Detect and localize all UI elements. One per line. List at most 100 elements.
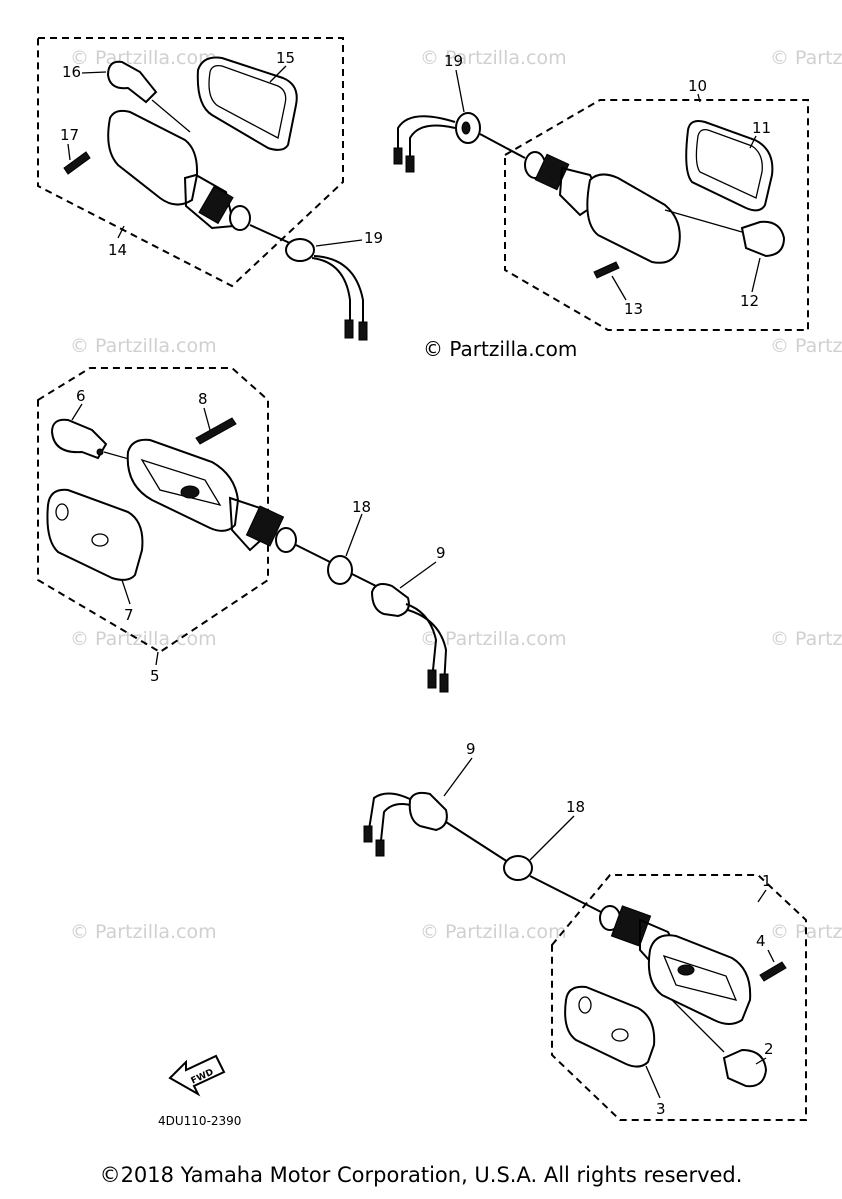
socket [180,485,200,499]
assembly-outline-10 [504,99,809,331]
lens-mark [578,996,592,1014]
boot-9 [370,583,410,618]
grommet-19 [285,238,315,262]
callout-15: 15 [276,49,295,67]
callout-12: 12 [740,292,759,310]
bulb-pin [96,448,104,456]
callout-10: 10 [688,77,707,95]
callout-18: 18 [352,498,371,516]
leader-line [315,239,363,247]
callout-8: 8 [198,390,208,408]
lens-mark [611,1028,629,1042]
callout-18: 18 [566,798,585,816]
callout-9: 9 [466,740,476,758]
leader-line [71,403,83,421]
leader-line [117,225,125,239]
callout-17: 17 [60,126,79,144]
bulb-2 [722,1048,768,1088]
leader-line [121,579,131,605]
assembly-outline-5 [37,367,269,654]
lens-15 [196,56,298,151]
callout-19: 19 [364,229,383,247]
screw-13 [593,261,620,279]
lens-3 [564,985,656,1068]
connector [344,319,354,339]
wire [311,257,351,332]
flasher-assembly-14 [37,37,368,341]
callout-7: 7 [124,606,134,624]
leader-line [269,65,287,83]
callout-14: 14 [108,241,127,259]
nut [229,205,251,231]
leader-line [529,815,575,861]
wire [367,792,413,837]
watermark-main: © Partzilla.com [423,337,577,361]
grommet-hole [461,121,471,135]
connector [375,839,385,857]
leader-line [645,1065,661,1099]
callout-5: 5 [150,667,160,685]
callout-3: 3 [656,1100,666,1118]
boot-9 [408,791,448,832]
connector [439,673,449,693]
thread-boss [245,505,285,547]
screw-4 [759,961,787,982]
stem [529,875,606,915]
housing-14 [107,109,199,206]
leader-line [399,561,437,589]
callout-1: 1 [762,872,772,890]
lens-mark [91,533,109,547]
bulb-6 [50,418,108,460]
leader-line [749,135,757,149]
callout-4: 4 [756,932,766,950]
leader-line [671,999,725,1053]
leader-line [751,257,761,293]
flasher-assembly-1 [363,791,807,1121]
connector [427,669,437,689]
lens-mark [55,503,69,521]
watermark: © Partzilla.com [770,628,842,650]
leader-line [155,651,159,666]
lens-inner [695,128,763,199]
watermark: © Partzilla.com [70,335,217,357]
assembly-outline-14 [37,37,344,288]
wire [379,803,415,851]
thread-boss [198,185,234,225]
screw-17 [63,151,91,175]
bulb-16 [106,60,158,104]
leader-line [345,513,363,557]
watermark: © Partzilla.com [770,335,842,357]
watermark: © Partzilla.com [420,47,567,69]
wire [397,115,456,160]
housing-10 [586,173,681,264]
wire [407,609,448,687]
watermark: © Partzilla.com [420,628,567,650]
stem [479,133,526,159]
connector [358,321,368,341]
housing-1 [647,934,752,1025]
callout-9: 9 [436,544,446,562]
callout-16: 16 [62,63,81,81]
leader-line [664,209,743,233]
stem [295,544,331,563]
leader-line [67,143,71,161]
callout-19: 19 [444,52,463,70]
leader-line [767,949,775,963]
screw-8 [195,417,237,445]
bulb-12 [740,220,786,258]
leader-line [757,889,767,903]
watermark: © Partzilla.com [70,47,217,69]
watermark: © Partzilla.com [70,921,217,943]
leader-line [697,93,701,103]
lens-inner [208,64,287,139]
copyright-footer: ©2018 Yamaha Motor Corporation, U.S.A. A… [99,1163,743,1187]
socket [677,964,695,976]
forward-direction-arrow: FWD [168,1054,226,1097]
leader-line [455,69,465,113]
leader-line [755,1057,767,1065]
callout-11: 11 [752,119,771,137]
stem [249,224,293,245]
callout-2: 2 [764,1040,774,1058]
fwd-arrow-icon [168,1054,226,1097]
